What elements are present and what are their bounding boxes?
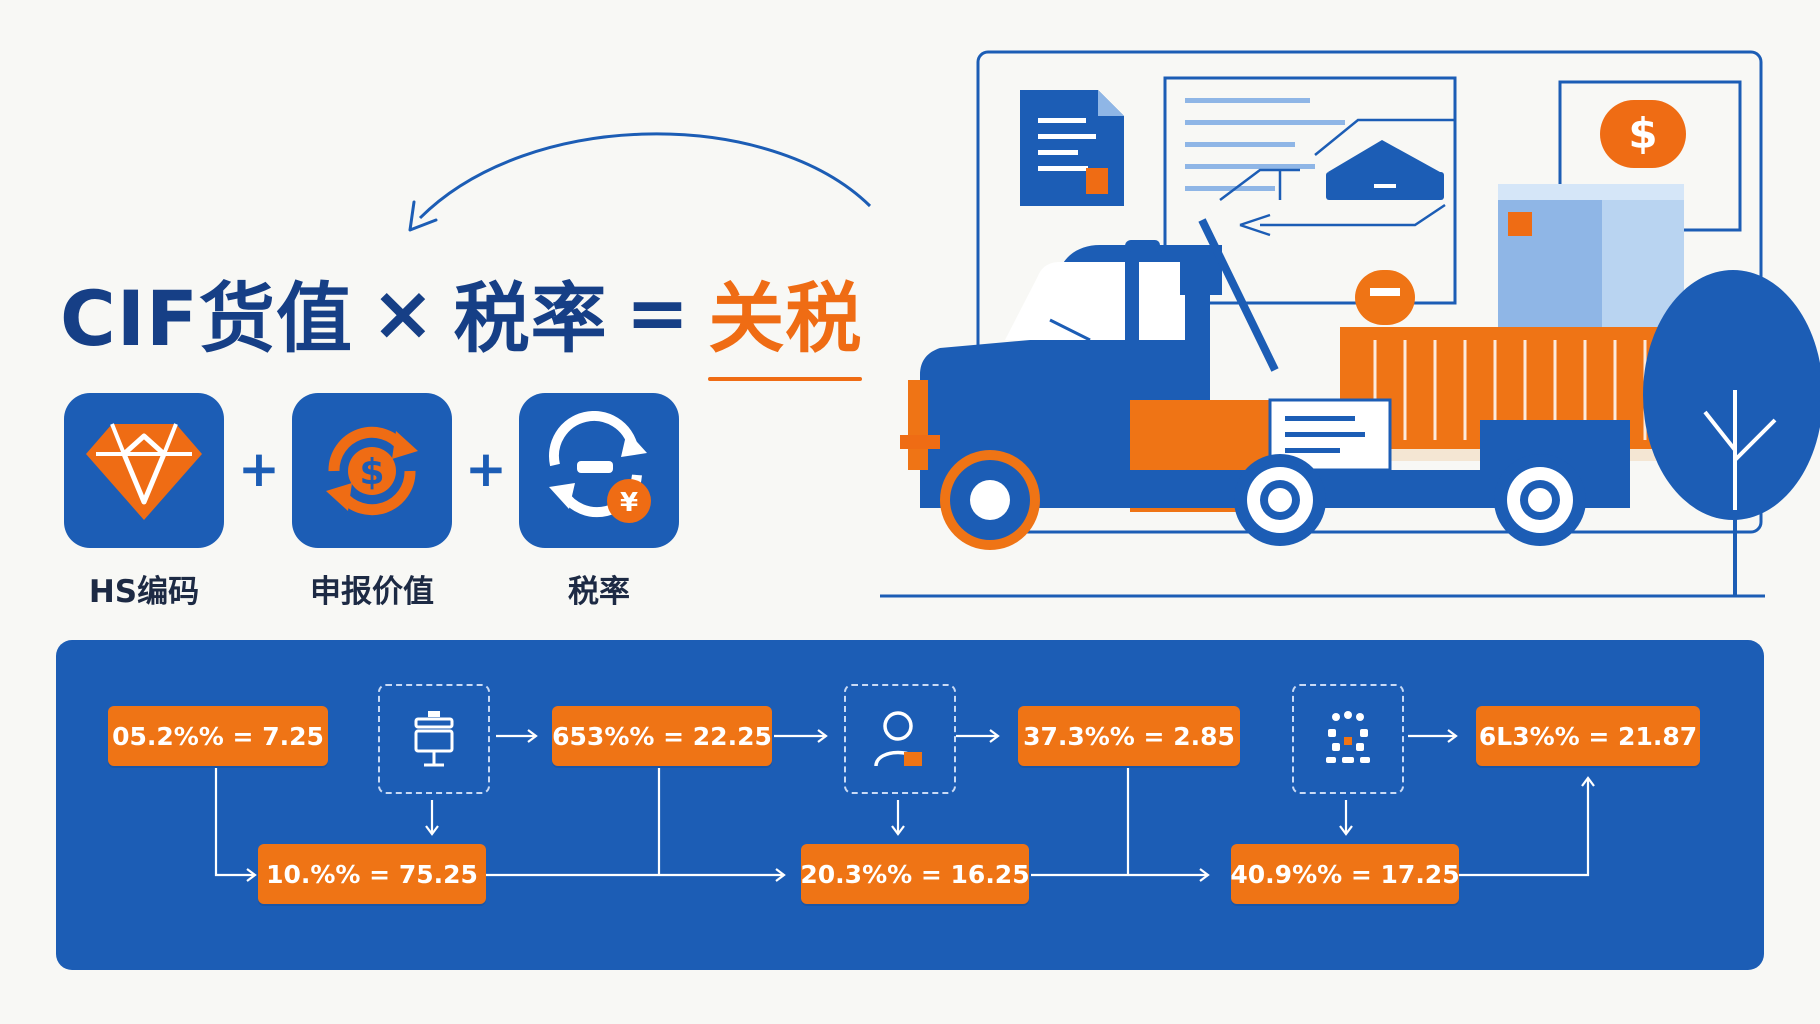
inspector-step bbox=[844, 684, 956, 794]
declared-value-tile: $ bbox=[292, 393, 452, 548]
calc-box: 20.3%% = 16.25 bbox=[800, 844, 1030, 904]
review-step bbox=[1292, 684, 1404, 794]
multiply-sign: × bbox=[370, 267, 436, 357]
calc-box: 05.2%% = 7.25 bbox=[108, 706, 328, 766]
tariff-result-text: 关税 bbox=[708, 257, 863, 381]
diamond-icon bbox=[86, 422, 202, 520]
customs-truck-illustration: $ bbox=[880, 50, 1820, 598]
cif-value-text: CIF货值 bbox=[60, 274, 353, 363]
formula-title: CIF货值 × 税率 = 关税 bbox=[60, 262, 863, 381]
tax-rate-label: 税率 bbox=[568, 574, 630, 610]
people-group-icon bbox=[1326, 711, 1370, 763]
report-panel bbox=[1163, 76, 1457, 305]
wheel-rear bbox=[1494, 454, 1586, 546]
calc-box: 10.%% = 75.25 bbox=[258, 844, 486, 904]
document-icon bbox=[1020, 90, 1124, 206]
person-icon bbox=[874, 711, 922, 767]
calc-box: 40.9%% = 17.25 bbox=[1230, 844, 1460, 904]
scale-icon bbox=[414, 711, 454, 767]
tax-rate-tile: ¥ bbox=[519, 393, 679, 548]
equals-sign: = bbox=[625, 267, 691, 357]
coin-symbol: $ bbox=[1628, 109, 1657, 158]
calc-box: 6L3%% = 21.87 bbox=[1476, 706, 1700, 766]
tree-icon bbox=[1643, 270, 1820, 596]
svg-text:$: $ bbox=[359, 452, 384, 493]
calc-box: 37.3%% = 2.85 bbox=[1018, 706, 1240, 766]
scale-step bbox=[378, 684, 490, 794]
plus-sign-1: + bbox=[238, 440, 280, 498]
calculation-workflow-panel: 05.2%% = 7.25 653%% = 22.25 37.3%% = 2.8… bbox=[56, 640, 1764, 970]
workflow-connectors bbox=[214, 729, 1595, 882]
hs-code-label: HS编码 bbox=[88, 574, 200, 610]
curved-arrow-icon bbox=[408, 132, 872, 232]
dollar-cycle-icon: $ bbox=[326, 426, 418, 515]
wheel-front bbox=[940, 450, 1040, 550]
svg-text:¥: ¥ bbox=[620, 488, 638, 518]
declared-value-label: 申报价值 bbox=[310, 574, 434, 610]
coin-panel: $ bbox=[1558, 80, 1742, 232]
cargo-box bbox=[1498, 184, 1684, 334]
exchange-yen-icon: ¥ bbox=[549, 410, 651, 523]
plus-sign-2: + bbox=[465, 440, 507, 498]
hs-code-tile bbox=[64, 393, 224, 548]
wheel-middle bbox=[1234, 454, 1326, 546]
tax-rate-text: 税率 bbox=[453, 274, 608, 363]
calc-box: 653%% = 22.25 bbox=[552, 706, 772, 766]
